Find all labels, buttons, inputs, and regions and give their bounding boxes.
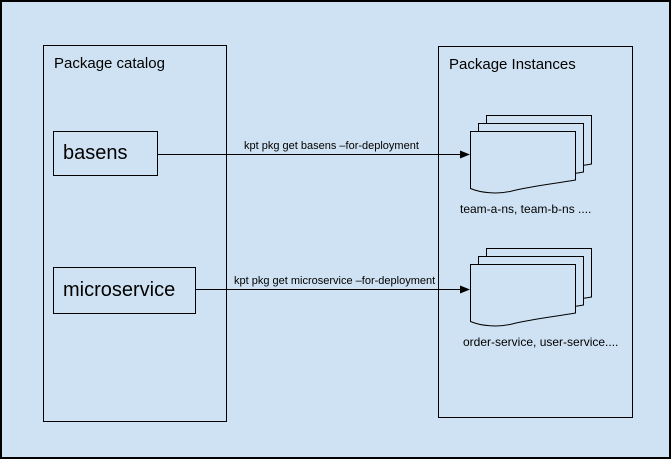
package-instances-title: Package Instances	[449, 56, 576, 73]
basens-box: basens	[53, 131, 158, 176]
document-shape-icon	[470, 264, 576, 327]
document-shape-icon	[470, 131, 576, 194]
package-catalog-box: Package catalog	[43, 45, 227, 422]
arrow-microservice-label: kpt pkg get microservice –for-deployment	[234, 275, 436, 287]
team-namespaces-caption: team-a-ns, team-b-ns ....	[460, 202, 592, 216]
microservice-box: microservice	[53, 267, 196, 314]
basens-label: basens	[63, 142, 128, 164]
services-caption: order-service, user-service....	[463, 335, 619, 349]
package-catalog-title: Package catalog	[54, 55, 165, 72]
package-instances-box: Package Instances	[438, 46, 633, 418]
arrow-basens-deployment	[158, 150, 470, 159]
arrow-microservice-deployment	[195, 285, 470, 294]
document-stack-team-namespaces	[470, 115, 592, 195]
arrowhead-icon	[460, 150, 470, 159]
arrow-basens-label: kpt pkg get basens –for-deployment	[244, 140, 419, 152]
microservice-label: microservice	[63, 279, 176, 301]
arrowhead-icon	[460, 285, 470, 294]
document-stack-services	[470, 248, 592, 328]
